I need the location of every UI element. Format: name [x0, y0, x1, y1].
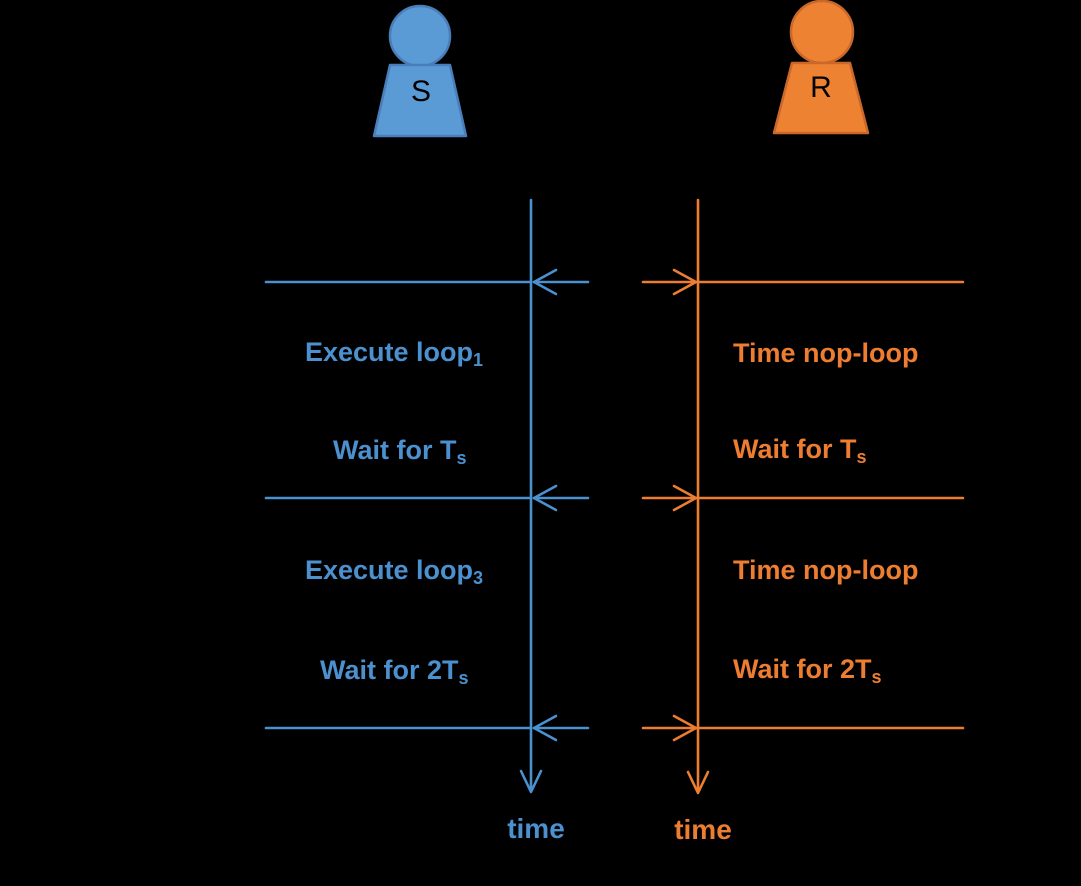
receiver-time-axis-label: time [674, 814, 732, 845]
sync-pulse-row-2 [264, 484, 965, 512]
receiver-step-2: Wait for Ts [733, 434, 867, 467]
receiver-label: R [810, 71, 832, 104]
receiver-sync-arrowhead-icon-3 [672, 714, 698, 742]
sender-step-4: Wait for 2Ts [320, 655, 469, 688]
sender-sync-arrowhead-icon-2 [532, 484, 558, 512]
sender-label: S [411, 75, 431, 108]
receiver-sync-arrowhead-icon-1 [672, 268, 698, 296]
sender-pawn-body-icon [372, 63, 468, 138]
sender-sync-arrowhead-icon-3 [532, 714, 558, 742]
sync-pulse-row-1 [264, 268, 965, 296]
sender-time-axis-label: time [507, 813, 565, 844]
sync-pulse-row-3 [264, 714, 965, 742]
actor-receiver: R [772, 0, 870, 135]
actor-sender: S [372, 4, 468, 138]
sender-time-arrowhead-icon [519, 769, 543, 794]
sender-step-1: Execute loop1 [305, 337, 483, 370]
sender-timeline [519, 198, 543, 794]
receiver-timeline [686, 198, 710, 795]
sender-step-3: Execute loop3 [305, 555, 483, 588]
receiver-pawn-head-icon [789, 0, 855, 65]
receiver-step-1: Time nop-loop [733, 338, 918, 368]
receiver-step-4: Wait for 2Ts [733, 654, 882, 687]
receiver-step-3: Time nop-loop [733, 555, 918, 585]
sender-step-2: Wait for Ts [333, 435, 467, 468]
sender-sync-arrowhead-icon-1 [532, 268, 558, 296]
receiver-pawn-body-icon [772, 61, 870, 135]
receiver-sync-arrowhead-icon-2 [672, 484, 698, 512]
sender-pawn-head-icon [388, 4, 452, 68]
receiver-time-arrowhead-icon [686, 770, 710, 795]
